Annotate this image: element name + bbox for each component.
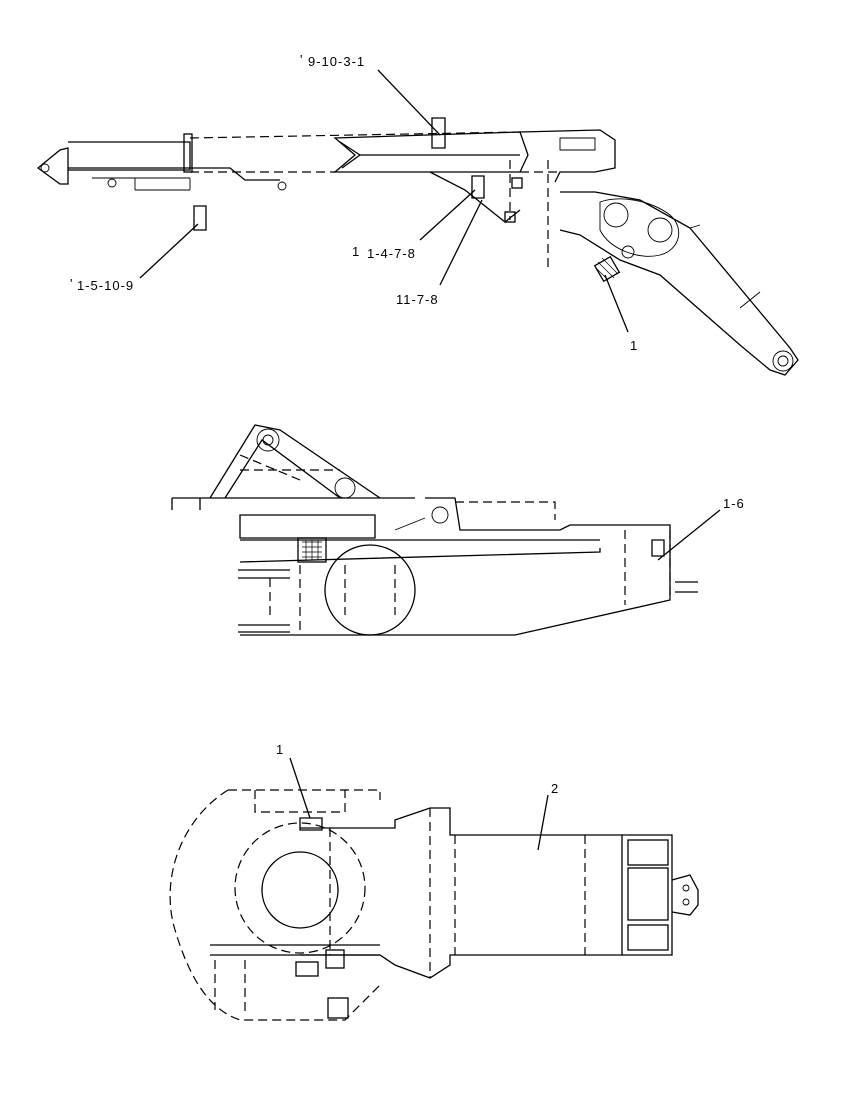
callout-9-10-3-1: 9-10-3-1 [308,54,365,69]
callout-2: 2 [551,781,559,796]
top-view-boom-assembly [36,69,799,376]
callout-1: 1 [276,742,284,757]
callout-tick: ' [70,276,73,291]
callout-tick: 1 [352,244,360,259]
bottom-view-plan [169,757,699,1021]
callout-1: 1 [630,338,638,353]
callout-1-6: 1-6 [723,496,745,511]
callout-tick: ' [300,52,303,67]
callout-11-7-8: 11-7-8 [396,292,439,307]
callout-1-4-7-8: 1-4-7-8 [367,246,416,261]
middle-view-frame-side [171,424,721,636]
callout-1-5-10-9: 1-5-10-9 [77,278,134,293]
